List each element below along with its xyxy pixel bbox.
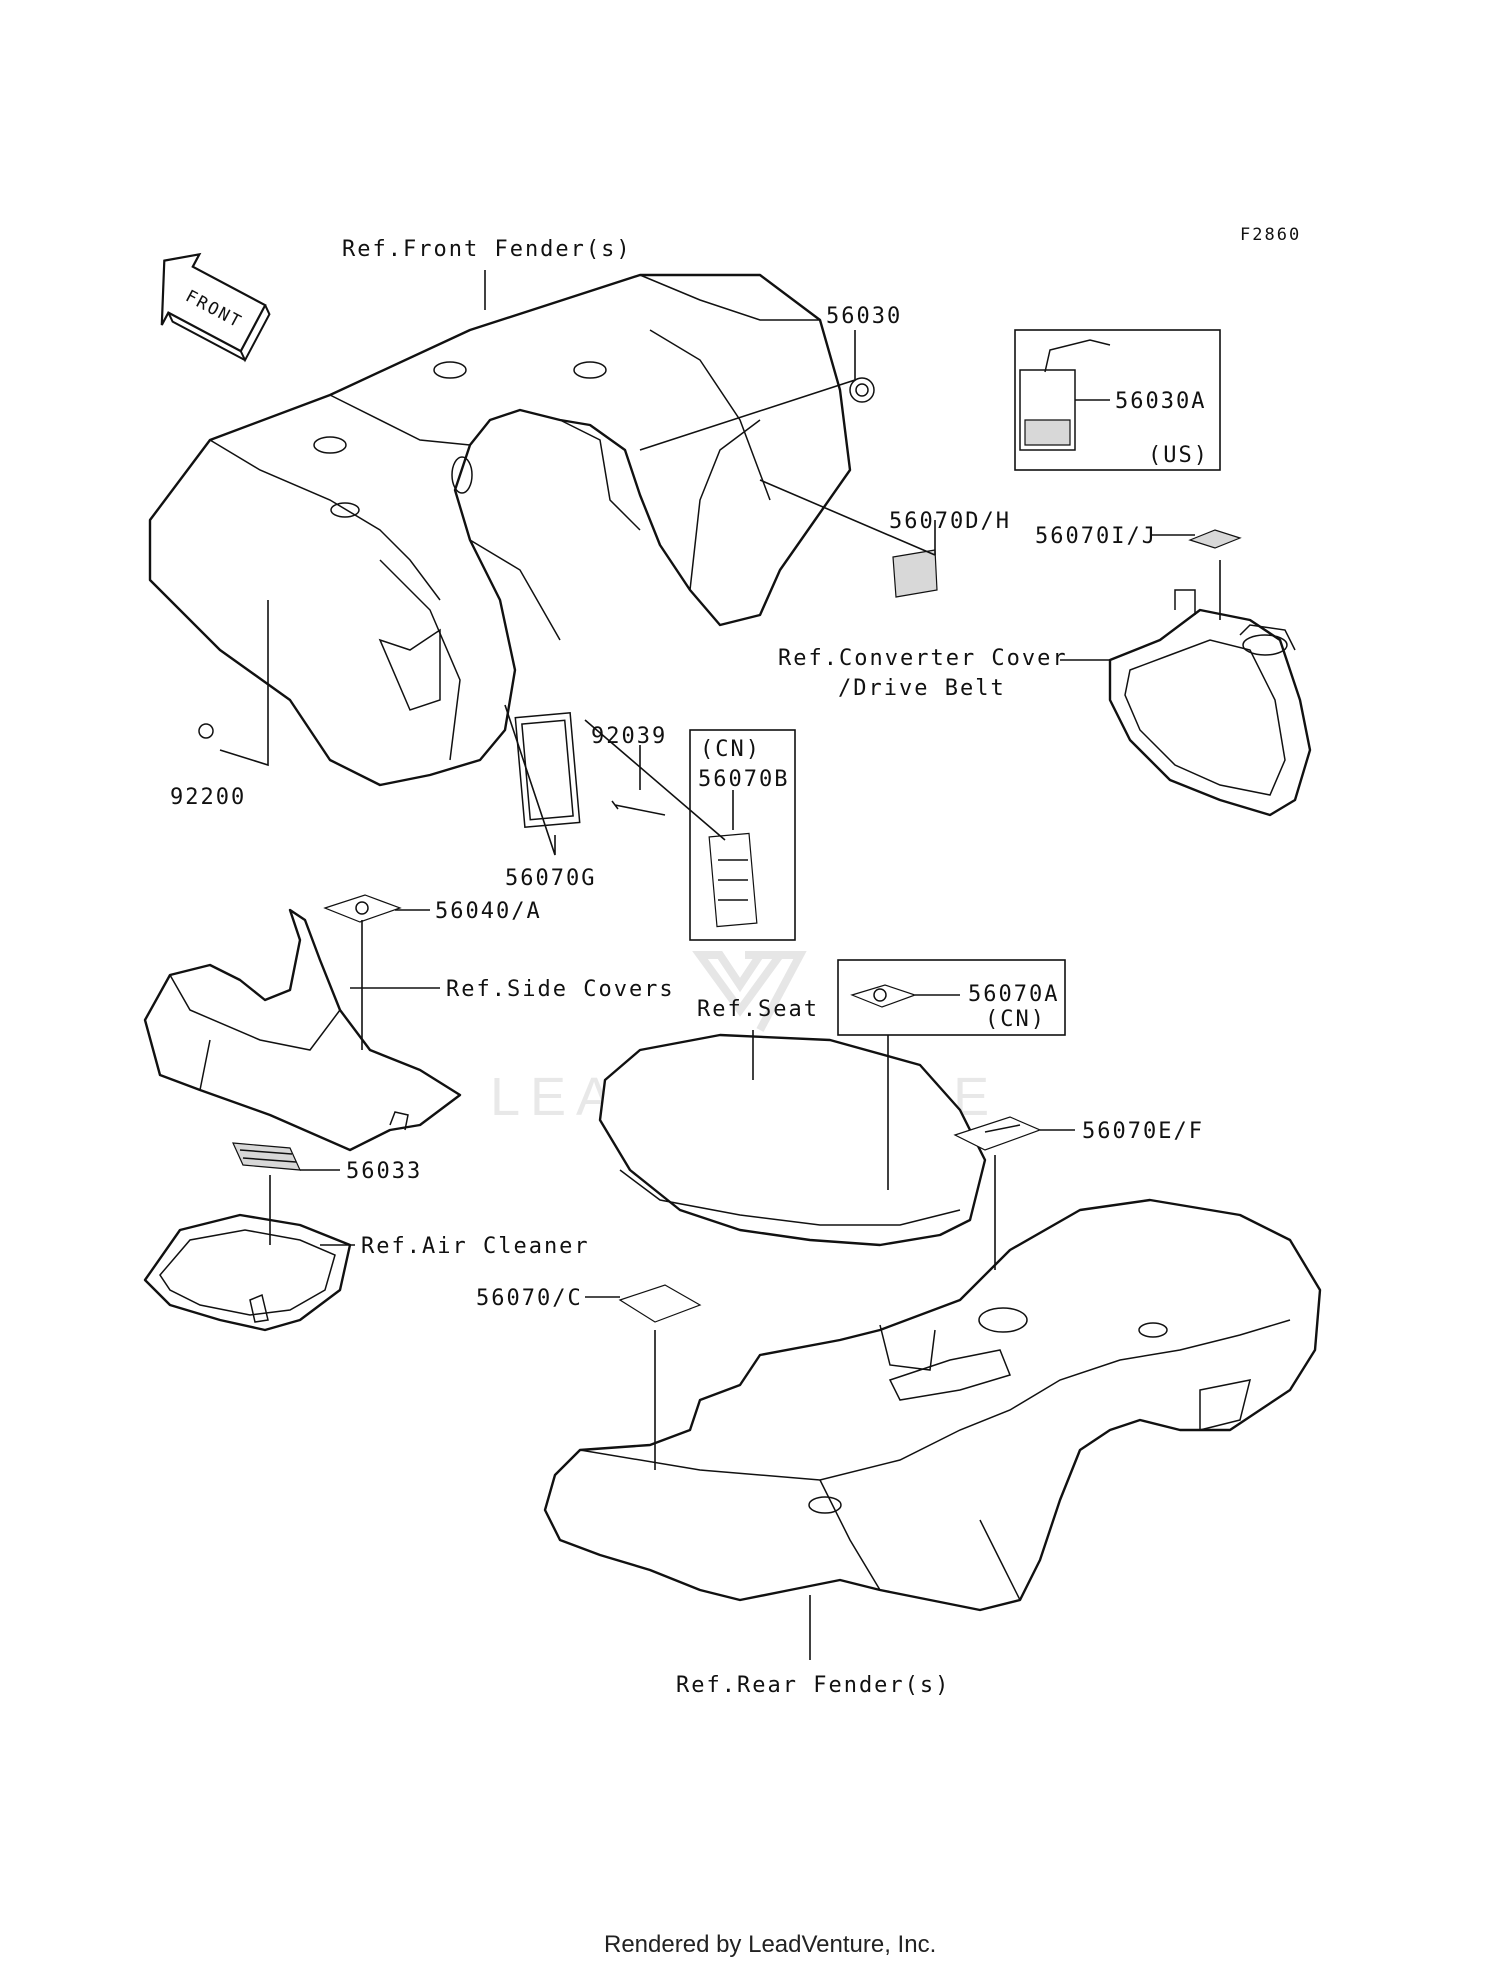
footer-credit: Rendered by LeadVenture, Inc. xyxy=(604,1931,936,1958)
decal-56070ij xyxy=(1188,529,1242,549)
label-ref-rear-fender: Ref.Rear Fender(s) xyxy=(676,1673,950,1698)
label-56070c: 56070/C xyxy=(476,1286,583,1311)
label-56070g: 56070G xyxy=(505,866,596,891)
front-fender xyxy=(148,273,852,787)
box-56030a-us xyxy=(1014,329,1221,471)
label-cn-56070b: (CN) xyxy=(700,737,761,762)
decal-56040a xyxy=(323,894,402,923)
label-ref-drive-belt: /Drive Belt xyxy=(838,676,1006,701)
side-covers xyxy=(143,908,462,1152)
decal-56070dh xyxy=(892,549,938,598)
label-56070ij: 56070I/J xyxy=(1035,524,1157,549)
watermark-logo-icon xyxy=(692,951,807,1032)
label-ref-air-cleaner: Ref.Air Cleaner xyxy=(361,1234,590,1259)
leader-lines xyxy=(219,270,1221,1660)
label-56070a: 56070A xyxy=(968,982,1059,1007)
label-56033: 56033 xyxy=(346,1159,422,1184)
label-56070b: 56070B xyxy=(698,767,789,792)
grommet-92200 xyxy=(198,723,214,739)
front-arrow-icon: FRONT xyxy=(160,252,271,363)
air-cleaner xyxy=(143,1213,352,1332)
label-56070ef: 56070E/F xyxy=(1082,1119,1204,1144)
label-92039: 92039 xyxy=(591,724,667,749)
rear-fender xyxy=(543,1198,1322,1612)
label-56030a: 56030A xyxy=(1115,389,1206,414)
label-us: (US) xyxy=(1148,443,1209,468)
converter-cover xyxy=(1108,589,1312,817)
label-ref-front-fender: Ref.Front Fender(s) xyxy=(342,237,632,262)
tag-56030a xyxy=(1019,369,1076,451)
label-ref-seat: Ref.Seat xyxy=(697,997,819,1022)
decal-56070a xyxy=(850,984,917,1008)
box-56070b-cn xyxy=(689,729,796,941)
decal-56033 xyxy=(232,1142,301,1171)
label-56030: 56030 xyxy=(826,304,902,329)
grommet-56030 xyxy=(849,377,875,403)
label-92200: 92200 xyxy=(170,785,246,810)
pin-92039 xyxy=(611,800,666,816)
label-56070dh: 56070D/H xyxy=(889,509,1011,534)
label-ref-converter-cover: Ref.Converter Cover xyxy=(778,646,1068,671)
decal-56070g xyxy=(514,712,581,829)
label-ref-side-covers: Ref.Side Covers xyxy=(446,977,675,1002)
label-cn-56070a: (CN) xyxy=(985,1007,1046,1032)
decal-56070c xyxy=(618,1284,702,1323)
figure-code: F2860 xyxy=(1240,225,1301,245)
box-56070a-cn xyxy=(837,959,1066,1036)
label-56040a: 56040/A xyxy=(435,899,542,924)
